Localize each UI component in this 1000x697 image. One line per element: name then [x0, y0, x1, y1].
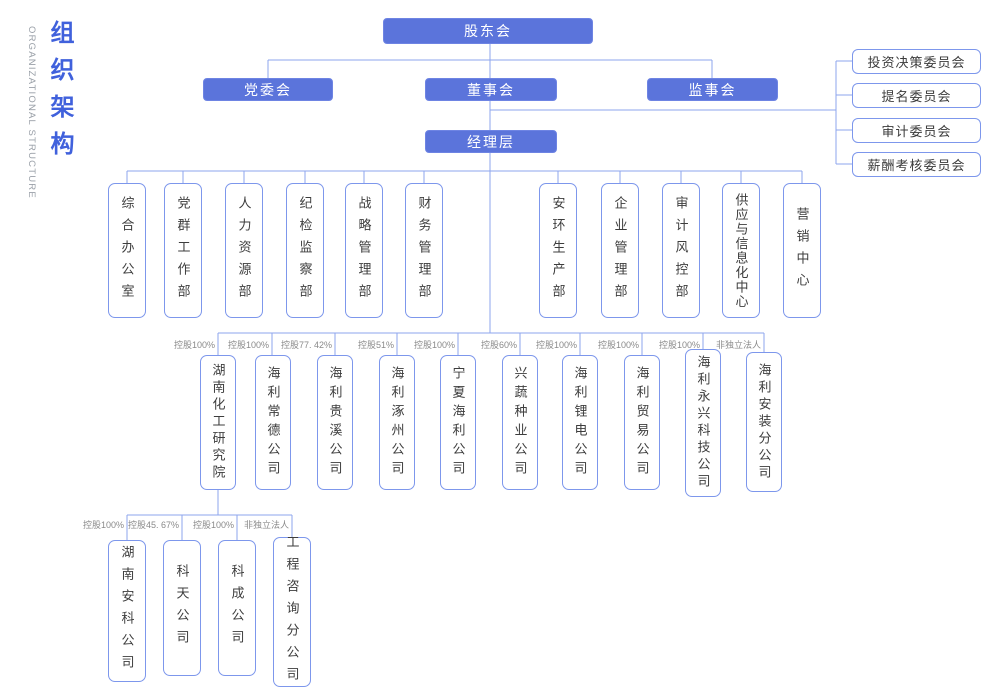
department-box: 审计风控部 — [662, 183, 700, 318]
node-party-committee: 党委会 — [203, 78, 333, 101]
ownership-label: 控股60% — [480, 340, 517, 350]
ownership-label: 非独立法人 — [243, 520, 289, 530]
subsidiary-box: 宁夏海利公司 — [440, 355, 476, 490]
page-subtitle-en: ORGANIZATIONAL STRUCTURE — [26, 26, 37, 199]
ownership-label: 控股100% — [535, 340, 577, 350]
committee-box: 审计委员会 — [852, 118, 981, 143]
department-box: 综合办公室 — [108, 183, 146, 318]
department-box: 企业管理部 — [601, 183, 639, 318]
department-box: 财务管理部 — [405, 183, 443, 318]
subsidiary-box: 海利锂电公司 — [562, 355, 598, 490]
node-management-layer: 经理层 — [425, 130, 557, 153]
ownership-label: 控股77. 42% — [280, 340, 332, 350]
ownership-label: 控股100% — [192, 520, 234, 530]
department-box: 战略管理部 — [345, 183, 383, 318]
department-box: 营销中心 — [783, 183, 821, 318]
subsidiary-box: 海利安装分公司 — [746, 352, 782, 492]
department-box: 人力资源部 — [225, 183, 263, 318]
ownership-label: 控股100% — [658, 340, 700, 350]
committee-box: 投资决策委员会 — [852, 49, 981, 74]
node-supervisory-board: 监事会 — [647, 78, 778, 101]
department-box: 纪检监察部 — [286, 183, 324, 318]
subsidiary-box: 海利贵溪公司 — [317, 355, 353, 490]
sub-subsidiary-box: 湖南安科公司 — [108, 540, 146, 682]
ownership-label: 控股100% — [82, 520, 124, 530]
committee-box: 薪酬考核委员会 — [852, 152, 981, 177]
node-shareholders-meeting: 股东会 — [383, 18, 593, 44]
ownership-label: 控股100% — [413, 340, 455, 350]
page-title: 组织架构 — [46, 20, 73, 168]
subsidiary-box: 湖南化工研究院 — [200, 355, 236, 490]
subsidiary-box: 海利涿州公司 — [379, 355, 415, 490]
ownership-label: 控股45. 67% — [127, 520, 179, 530]
department-box: 党群工作部 — [164, 183, 202, 318]
ownership-label: 控股100% — [173, 340, 215, 350]
ownership-label: 非独立法人 — [715, 340, 761, 350]
subsidiary-box: 海利永兴科技公司 — [685, 349, 721, 497]
node-board-of-directors: 董事会 — [425, 78, 557, 101]
ownership-label: 控股51% — [357, 340, 394, 350]
department-box: 供应与信息化中心 — [722, 183, 760, 318]
subsidiary-box: 海利常德公司 — [255, 355, 291, 490]
sub-subsidiary-box: 工程咨询分公司 — [273, 535, 311, 689]
subsidiary-box: 兴蔬种业公司 — [502, 355, 538, 490]
ownership-label: 控股100% — [227, 340, 269, 350]
committee-box: 提名委员会 — [852, 83, 981, 108]
sub-subsidiary-box: 科成公司 — [218, 540, 256, 676]
sub-subsidiary-box: 科天公司 — [163, 540, 201, 676]
department-box: 安环生产部 — [539, 183, 577, 318]
ownership-label: 控股100% — [597, 340, 639, 350]
subsidiary-box: 海利贸易公司 — [624, 355, 660, 490]
